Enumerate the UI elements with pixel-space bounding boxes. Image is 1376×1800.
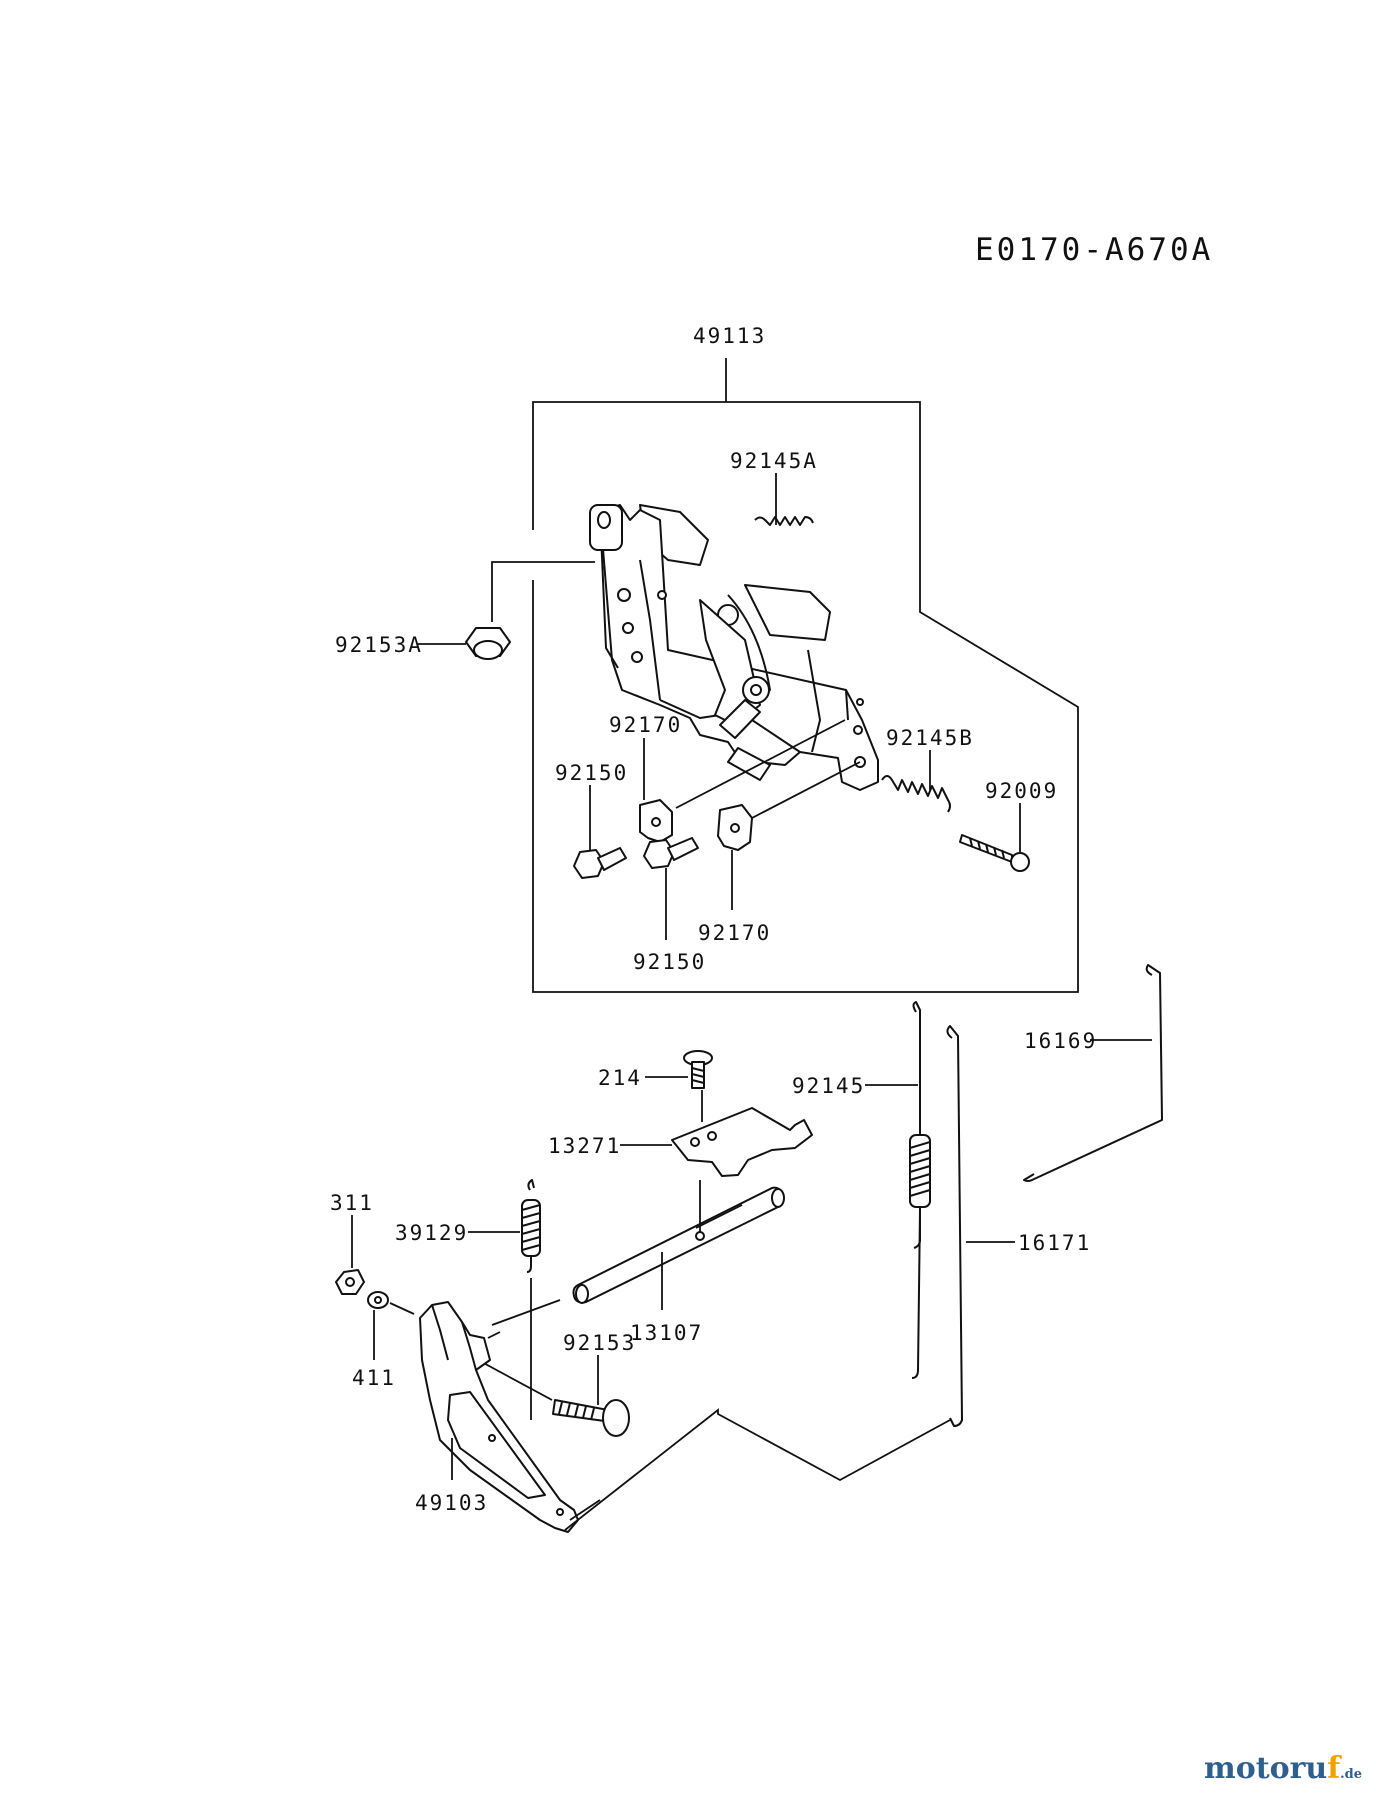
label-49113: 49113	[693, 324, 766, 348]
rod-16169: 16169	[1023, 964, 1163, 1182]
bolt-92153: 92153	[477, 1331, 636, 1437]
clip-92170-right: 92170	[698, 761, 861, 945]
plate-13271: 13271	[548, 1090, 813, 1177]
label-92145A: 92145A	[730, 449, 818, 473]
label-92153: 92153	[563, 1331, 636, 1355]
lever-49103: 49103	[415, 1301, 601, 1533]
lower-leader-line	[564, 1408, 951, 1531]
watermark-accent: f	[1327, 1751, 1341, 1786]
label-311: 311	[330, 1191, 374, 1215]
label-92150-left: 92150	[555, 761, 628, 785]
spring-92145: 92145	[792, 1001, 931, 1379]
rod-16171: 16171	[946, 1025, 1091, 1427]
label-49103: 49103	[415, 1491, 488, 1515]
washer-411: 411	[352, 1291, 415, 1390]
screw-92009: 92009	[959, 779, 1058, 872]
control-bracket-plate	[589, 504, 879, 791]
label-92153A: 92153A	[335, 633, 423, 657]
label-214: 214	[598, 1066, 642, 1090]
screw-92150-right: 92150	[633, 837, 706, 974]
screw-214: 214	[598, 1050, 713, 1090]
assembly-frame-49113	[532, 358, 1079, 993]
watermark-main: motoru	[1203, 1751, 1328, 1786]
label-92009: 92009	[985, 779, 1058, 803]
label-39129: 39129	[395, 1221, 468, 1245]
spring-39129: 39129	[395, 1179, 541, 1420]
screw-92150-left: 92150	[555, 761, 628, 879]
label-16169: 16169	[1024, 1029, 1097, 1053]
label-16171: 16171	[1018, 1231, 1091, 1255]
label-92170-left: 92170	[609, 713, 682, 737]
label-13271: 13271	[548, 1134, 621, 1158]
nut-311: 311	[330, 1191, 374, 1295]
clip-92170-left: 92170	[609, 713, 846, 843]
shaft-13107: 13107	[491, 1180, 785, 1345]
label-92145: 92145	[792, 1074, 865, 1098]
spring-92145B: 92145B	[881, 726, 974, 813]
watermark-logo: motoruf.de	[1204, 1751, 1362, 1786]
spring-92145A: 92145A	[730, 449, 818, 526]
label-13107: 13107	[630, 1321, 703, 1345]
diagram-code: E0170-A670A	[975, 232, 1213, 268]
label-411: 411	[352, 1366, 396, 1390]
label-92145B: 92145B	[886, 726, 974, 750]
bolt-92153A: 92153A	[335, 561, 595, 660]
watermark-tld: .de	[1340, 1767, 1362, 1782]
label-92170-right: 92170	[698, 921, 771, 945]
label-92150-right: 92150	[633, 950, 706, 974]
